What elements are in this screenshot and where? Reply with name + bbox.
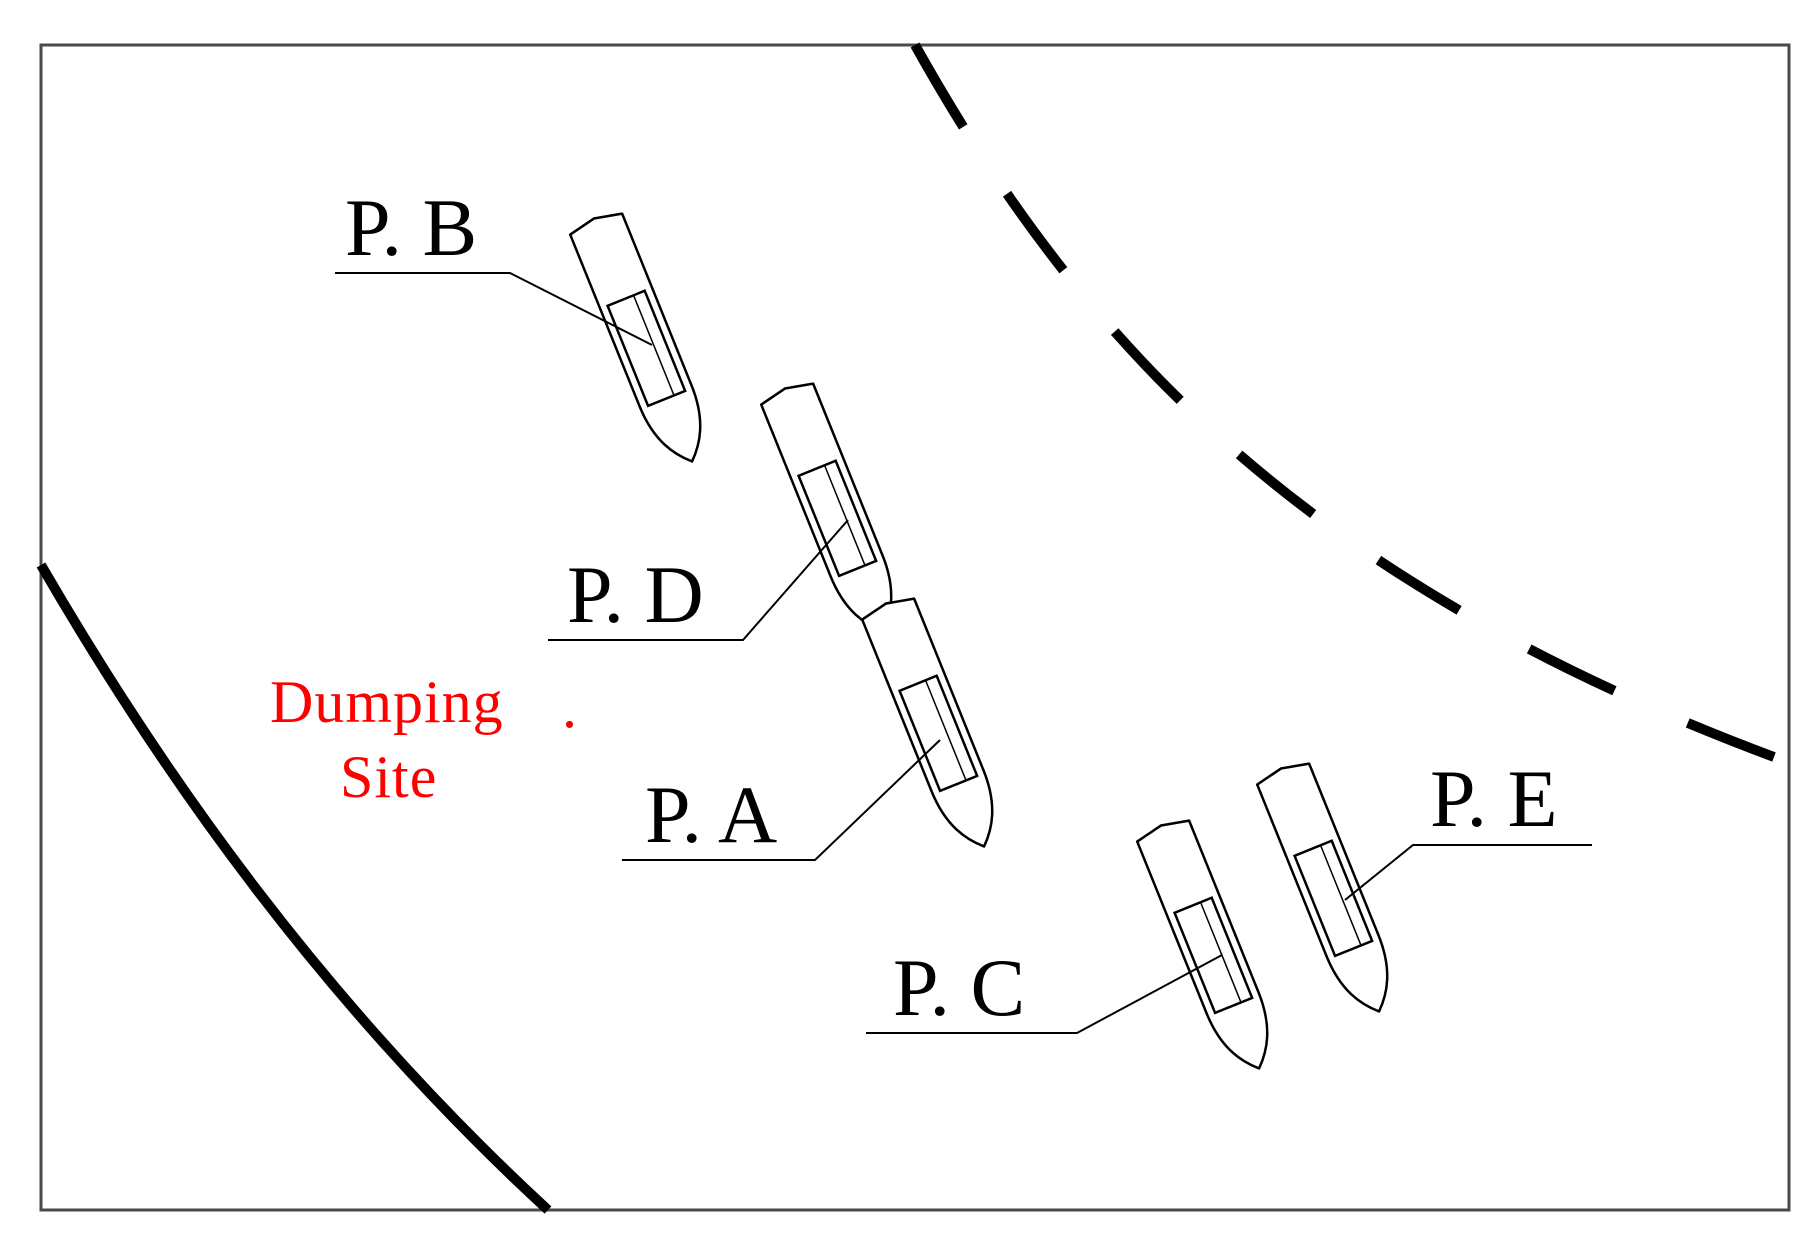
leader-line-d xyxy=(548,519,849,641)
label-a: P. A xyxy=(645,769,777,860)
leader-line-a xyxy=(622,739,941,861)
ship-b-hold xyxy=(605,289,687,408)
dumping-site-label-line2: Site xyxy=(340,744,437,810)
leader-line-b xyxy=(335,272,653,346)
left-bank-solid-line xyxy=(36,562,552,1214)
dumping-site-dot: . xyxy=(562,674,578,740)
ship-d-hold xyxy=(796,459,878,578)
ship-d xyxy=(759,382,893,633)
ship-a xyxy=(860,597,994,848)
ship-b-hold-line xyxy=(632,294,675,396)
label-b: P. B xyxy=(345,182,477,273)
ship-d-hold-line xyxy=(823,464,866,566)
ship-c xyxy=(1135,819,1269,1070)
leader-line-c xyxy=(866,954,1223,1034)
ship-e-hold xyxy=(1292,839,1374,958)
right-bank-dashed-line xyxy=(910,42,1776,762)
label-c: P. C xyxy=(893,942,1025,1033)
label-d: P. D xyxy=(567,549,704,640)
ship-c-hold-line xyxy=(1199,901,1242,1003)
ship-a-hold-line xyxy=(924,679,967,781)
ship-a-hold xyxy=(897,674,979,793)
ship-e-hold-line xyxy=(1319,844,1362,946)
dumping-site-label-line1: Dumping xyxy=(270,669,504,735)
ship-e xyxy=(1255,762,1389,1013)
label-e: P. E xyxy=(1430,753,1558,844)
leader-line-e xyxy=(1344,844,1592,901)
ship-c-hold xyxy=(1172,896,1254,1015)
